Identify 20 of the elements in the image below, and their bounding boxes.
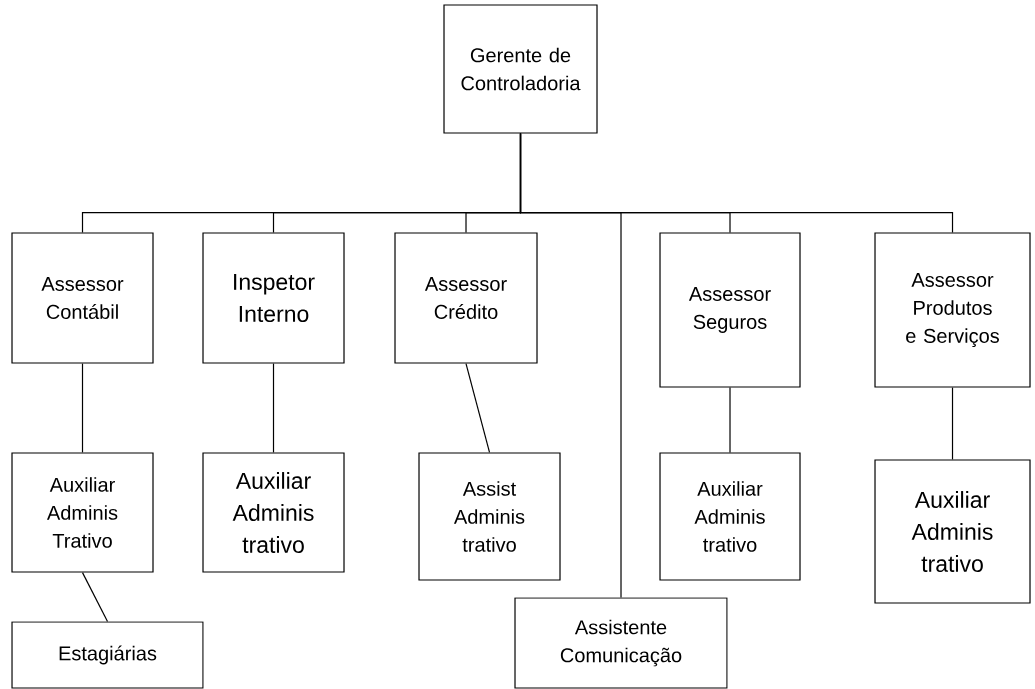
org-box: Assessor Produtos e Serviços <box>874 232 1031 388</box>
connector-line <box>519 133 954 233</box>
connector-line <box>81 572 109 622</box>
org-box: Auxiliar Adminis Trativo <box>11 452 154 573</box>
connector-line <box>272 363 275 453</box>
org-box: Estagiárias <box>11 621 204 689</box>
org-box: Gerente de Controladoria <box>443 4 598 134</box>
org-box: Auxiliar Adminis trativo <box>874 459 1031 604</box>
connector-line <box>81 363 84 453</box>
org-box: Assessor Crédito <box>394 232 538 364</box>
connector-line <box>465 363 491 453</box>
org-box: Inspetor Interno <box>202 232 345 364</box>
org-box: Assistente Comunicação <box>514 597 728 689</box>
org-box: Auxiliar Adminis trativo <box>202 452 345 573</box>
org-box: Assessor Seguros <box>659 232 801 388</box>
org-box: Assessor Contábil <box>11 232 154 364</box>
connector-line <box>951 387 954 460</box>
org-box: Auxiliar Adminis trativo <box>659 452 801 581</box>
org-box: Assist Adminis trativo <box>418 452 561 581</box>
connector-line <box>729 387 731 453</box>
